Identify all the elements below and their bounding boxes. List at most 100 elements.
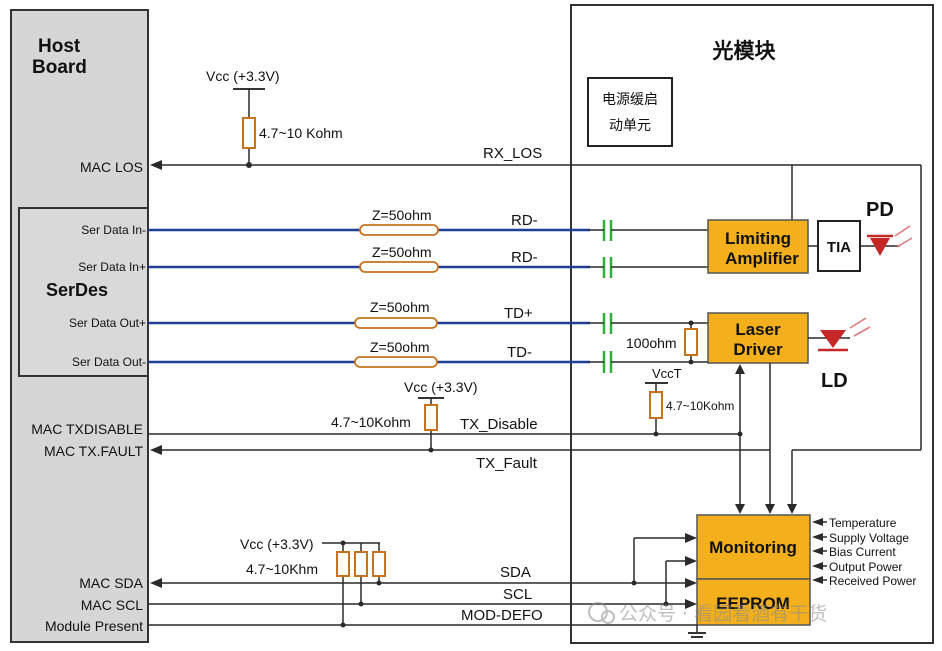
pd-light-arrow-2: [896, 237, 913, 248]
mac-los-label: MAC LOS: [80, 159, 143, 175]
rx-los-label: RX_LOS: [483, 145, 542, 162]
monitor-input-bias-current: Bias Current: [829, 545, 896, 559]
monitor-inputs: Temperature Supply Voltage Bias Current …: [812, 516, 916, 588]
limiting-amplifier-line2: Amplifier: [725, 249, 799, 268]
ld-light-arrow-1: [849, 317, 867, 329]
tx-disable-label: TX_Disable: [460, 416, 538, 433]
laser-driver-line1: Laser: [735, 320, 781, 339]
pd-label: PD: [866, 199, 894, 221]
sda-monitor-arrow: [685, 533, 697, 543]
vcc-bottom-label: Vcc (+3.3V): [240, 536, 314, 552]
pullup-bottom-resistor-2: [354, 551, 368, 577]
laser-driver-line2: Driver: [733, 340, 783, 359]
watermark: 公众号 · 看园看酒有干货: [588, 602, 827, 625]
pullup-mid-junction: [428, 447, 434, 453]
limiting-amplifier-line1: Limiting: [725, 229, 791, 248]
impedance-pill-1: [359, 224, 439, 236]
monitoring-block: [696, 514, 811, 580]
tia-label: TIA: [827, 239, 851, 256]
monitor-input-output-power: Output Power: [829, 560, 902, 574]
tx-disable-junction-vcct: [653, 431, 659, 437]
host-board-title-line1: Host: [38, 36, 81, 57]
rd-minus-1-label: RD-: [511, 212, 538, 229]
impedance-pill-2: [359, 261, 439, 273]
mac-scl-label: MAC SCL: [81, 597, 143, 613]
impedance-label-2: Z=50ohm: [372, 244, 432, 260]
pullup-bottom-resistor-3: [372, 551, 386, 577]
ser-data-in-minus-label: Ser Data In-: [81, 223, 146, 237]
pullup-bottom-junction-3: [376, 580, 382, 586]
soft-start-unit-line1: 电源缓启: [602, 92, 658, 108]
soft-start-unit-line2: 动单元: [609, 118, 651, 134]
vcct-pullup-value: 4.7~10Kohm: [666, 399, 734, 413]
watermark-icon-dot: [601, 610, 615, 624]
td-plus-label: TD+: [504, 305, 533, 322]
pullup-bottom-junction-2: [358, 601, 364, 607]
soft-start-unit-box: [587, 77, 673, 147]
ser-data-in-plus-label: Ser Data In+: [78, 260, 146, 274]
pullup-bottom-resistor-1: [336, 551, 350, 577]
vcct-label: VccT: [652, 366, 682, 381]
serdes-box: [18, 207, 149, 377]
monitor-input-temperature: Temperature: [829, 516, 897, 530]
sda-label: SDA: [500, 564, 531, 581]
scl-arrow-right: [685, 599, 697, 609]
rx-los-monitor-arrow: [787, 504, 797, 514]
pullup-bottom-junction-1: [340, 622, 346, 628]
pullup-mid-resistor: [424, 404, 438, 431]
impedance-label-4: Z=50ohm: [370, 339, 430, 355]
vcc-mid-label: Vcc (+3.3V): [404, 379, 478, 395]
ser-data-out-minus-label: Ser Data Out-: [72, 355, 146, 369]
pullup-bottom-value: 4.7~10Khm: [246, 561, 318, 577]
monitoring-label: Monitoring: [709, 538, 797, 557]
monitor-input-arrow-temperature: [812, 518, 823, 526]
driver-bus-1-arrow-down: [735, 504, 745, 514]
monitor-input-received-power: Received Power: [829, 574, 916, 588]
td-minus-label: TD-: [507, 344, 532, 361]
scl-label: SCL: [503, 586, 532, 603]
limiting-amplifier-block: [707, 219, 809, 274]
ld-label: LD: [821, 370, 848, 392]
termination-junction-bottom: [688, 359, 694, 365]
termination-resistor: [684, 328, 698, 356]
host-board-title-line2: Board: [32, 57, 87, 78]
mac-txdisable-label: MAC TXDISABLE: [31, 421, 143, 437]
watermark-text: 公众号 · 看园看酒有干货: [619, 603, 827, 625]
vcct-pullup-resistor: [649, 391, 663, 419]
scl-junction: [663, 601, 669, 607]
pd-light-arrow-1: [894, 225, 911, 237]
impedance-pill-3: [354, 317, 438, 329]
monitor-input-arrow-supply-voltage: [812, 533, 823, 541]
tx-fault-arrow: [150, 445, 162, 455]
ser-data-out-plus-label: Ser Data Out+: [69, 316, 146, 330]
pullup-top-junction: [246, 162, 252, 168]
pullup-top-value: 4.7~10 Kohm: [259, 125, 343, 141]
driver-bus-1-arrow-up: [735, 364, 745, 374]
sda-arrow-right: [685, 578, 697, 588]
impedance-pill-4: [354, 356, 438, 368]
optical-module-title: 光模块: [712, 39, 777, 63]
serdes-title: SerDes: [46, 280, 108, 300]
sda-junction: [631, 580, 637, 586]
eeprom-label: EEPROM: [716, 594, 790, 613]
monitor-input-supply-voltage: Supply Voltage: [829, 531, 909, 545]
impedance-label-1: Z=50ohm: [372, 207, 432, 223]
monitor-input-arrow-bias-current: [812, 547, 823, 555]
sda-arrow-left: [150, 578, 162, 588]
pullup-mid-value: 4.7~10Kohm: [331, 414, 411, 430]
module-present-label: Module Present: [45, 618, 143, 634]
eeprom-block: [696, 578, 811, 626]
monitor-input-arrow-received-power: [812, 576, 823, 584]
rx-los-arrow: [150, 160, 162, 170]
scl-monitor-arrow: [685, 556, 697, 566]
termination-value: 100ohm: [626, 335, 677, 351]
impedance-label-3: Z=50ohm: [370, 299, 430, 315]
pd-diode-icon: [870, 238, 890, 256]
tx-fault-label: TX_Fault: [476, 455, 538, 472]
mac-txfault-label: MAC TX.FAULT: [44, 443, 144, 459]
rd-minus-2-label: RD-: [511, 249, 538, 266]
mod-def-label: MOD-DEFO: [461, 607, 543, 624]
pullup-top-resistor: [242, 117, 256, 149]
ld-diode-icon: [820, 330, 846, 348]
